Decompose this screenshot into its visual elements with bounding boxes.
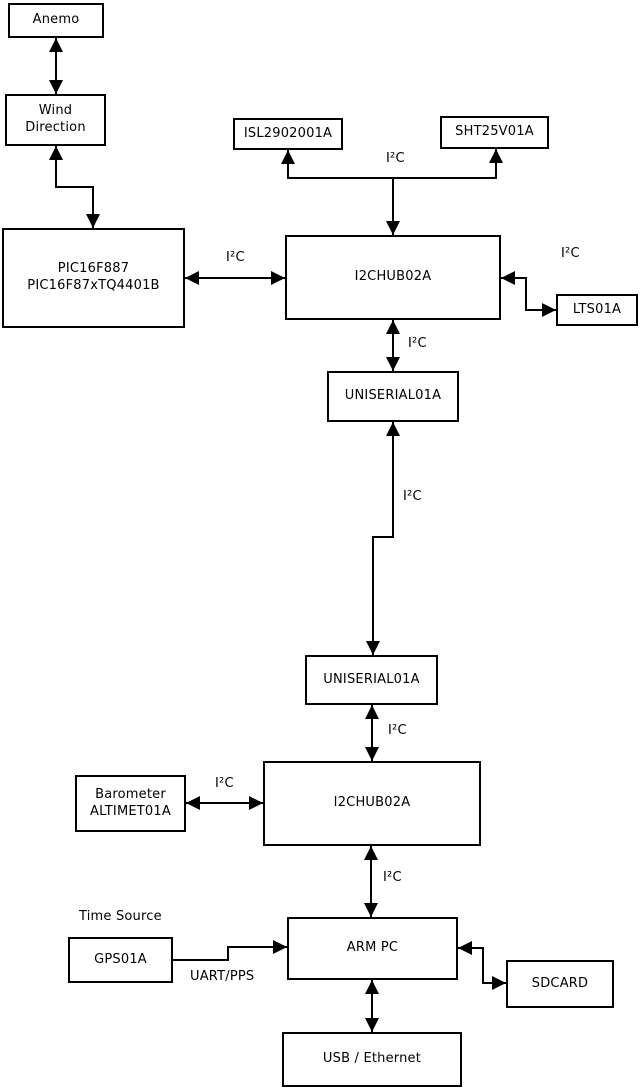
node-isl2902001a: ISL2902001A	[233, 118, 343, 150]
node-i2chub02a-top-label: I2CHUB02A	[354, 269, 432, 285]
edge-label-i2c-pic-hub: I²C	[226, 250, 245, 265]
node-sht25v01a: SHT25V01A	[440, 116, 549, 149]
edge-branch-isl-sht	[281, 149, 503, 179]
node-lts01a: LTS01A	[556, 294, 638, 326]
node-arm-pc-label: ARM PC	[346, 940, 399, 956]
node-barometer-label: Barometer ALTIMET01A	[90, 786, 171, 819]
node-uniserial01a-bottom-label: UNISERIAL01A	[323, 671, 420, 687]
node-uniserial01a-top: UNISERIAL01A	[327, 371, 459, 422]
node-uniserial01a-top-label: UNISERIAL01A	[344, 388, 442, 404]
node-lts01a-label: LTS01A	[572, 301, 622, 317]
edge-gps-armpc	[173, 940, 287, 961]
node-barometer: Barometer ALTIMET01A	[75, 775, 186, 832]
node-usb-ethernet: USB / Ethernet	[282, 1032, 462, 1087]
node-gps01a: GPS01A	[68, 937, 173, 983]
node-sdcard: SDCARD	[506, 960, 614, 1008]
node-gps01a-label: GPS01A	[94, 951, 147, 967]
edge-label-i2c-uniserial-hub: I²C	[388, 723, 407, 738]
edge-i2chub-lts	[501, 271, 556, 317]
edge-label-i2c-hub-lts: I²C	[561, 246, 580, 261]
edge-label-uart-pps: UART/PPS	[190, 969, 255, 984]
node-usb-ethernet-label: USB / Ethernet	[322, 1051, 422, 1067]
node-wind-direction: Wind Direction	[5, 94, 106, 146]
node-anemo-label: Anemo	[32, 12, 80, 28]
node-sht25v01a-label: SHT25V01A	[455, 124, 534, 140]
edge-label-i2c-hub-uniserial: I²C	[408, 336, 427, 351]
node-pic: PIC16F887 PIC16F87xTQ4401B	[2, 228, 185, 328]
edge-label-i2c-branch: I²C	[386, 151, 405, 166]
edge-label-i2c-hub-armpc: I²C	[383, 870, 402, 885]
node-i2chub02a-top: I2CHUB02A	[285, 235, 501, 320]
edge-label-i2c-long-link: I²C	[403, 489, 422, 504]
node-i2chub02a-bottom-label: I2CHUB02A	[333, 795, 411, 811]
edge-label-time-source: Time Source	[79, 909, 162, 924]
node-pic-label: PIC16F887 PIC16F87xTQ4401B	[27, 261, 160, 293]
node-i2chub02a-bottom: I2CHUB02A	[263, 761, 481, 846]
edge-wind-pic	[49, 146, 100, 228]
node-wind-direction-label: Wind Direction	[25, 103, 86, 135]
node-isl2902001a-label: ISL2902001A	[243, 125, 333, 141]
node-arm-pc: ARM PC	[287, 917, 458, 980]
edge-armpc-sdcard	[458, 941, 506, 990]
node-uniserial01a-bottom: UNISERIAL01A	[305, 655, 438, 705]
edge-uniserial-long-link	[366, 422, 400, 655]
node-sdcard-label: SDCARD	[531, 975, 589, 991]
edge-label-i2c-barometer-hub: I²C	[215, 776, 234, 791]
node-anemo: Anemo	[8, 3, 104, 38]
